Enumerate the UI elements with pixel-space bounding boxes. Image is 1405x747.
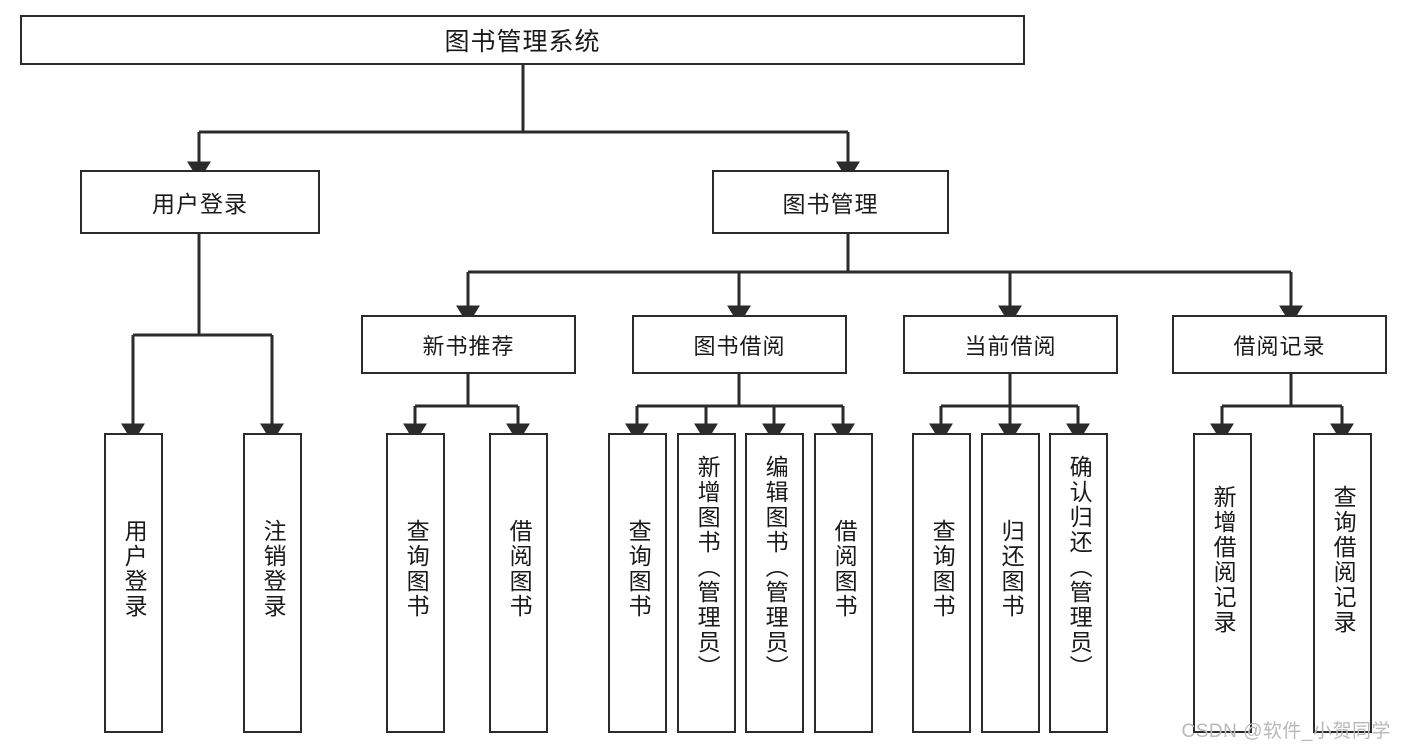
node-leaf-book-borrow-add[interactable]: 新增图书（管理员）	[677, 433, 736, 733]
node-label: 新增借阅记录	[1210, 485, 1237, 635]
node-label: 查询图书	[625, 519, 652, 619]
node-current-borrow[interactable]: 当前借阅	[903, 315, 1118, 374]
node-label: 借阅图书	[831, 519, 858, 619]
node-label: 用户登录	[121, 519, 148, 619]
node-label: 查询图书	[403, 519, 430, 619]
node-label: 当前借阅	[964, 333, 1057, 359]
node-leaf-user-login-signin[interactable]: 用户登录	[104, 433, 163, 733]
node-label: 新书推荐	[422, 333, 515, 359]
node-leaf-current-borrow-return[interactable]: 归还图书	[981, 433, 1040, 733]
node-user-login[interactable]: 用户登录	[80, 170, 320, 234]
node-label: 编辑图书（管理员）	[762, 455, 789, 680]
node-leaf-current-borrow-confirm[interactable]: 确认归还（管理员）	[1049, 433, 1108, 733]
node-leaf-book-borrow-borrow[interactable]: 借阅图书	[814, 433, 873, 733]
node-label: 新增图书（管理员）	[694, 455, 721, 680]
node-label: 图书管理系统	[444, 28, 601, 56]
node-leaf-borrow-record-add[interactable]: 新增借阅记录	[1193, 433, 1252, 733]
node-label: 图书管理	[782, 191, 879, 217]
node-book-management-system[interactable]: 图书管理系统	[20, 15, 1025, 65]
node-label: 借阅图书	[506, 519, 533, 619]
node-label: 查询图书	[929, 519, 956, 619]
node-label: 注销登录	[260, 519, 287, 619]
node-leaf-current-borrow-query[interactable]: 查询图书	[912, 433, 971, 733]
node-leaf-book-borrow-edit[interactable]: 编辑图书（管理员）	[745, 433, 804, 733]
node-new-book-recommend[interactable]: 新书推荐	[361, 315, 576, 374]
node-book-management[interactable]: 图书管理	[712, 170, 949, 234]
node-label: 图书借阅	[693, 333, 786, 359]
node-label: 归还图书	[998, 519, 1025, 619]
node-label: 用户登录	[152, 191, 248, 217]
node-label: 查询借阅记录	[1330, 485, 1357, 635]
node-leaf-user-login-signout[interactable]: 注销登录	[243, 433, 302, 733]
csdn-watermark: CSDN @软件_小贺同学	[1181, 721, 1391, 742]
node-leaf-borrow-record-query[interactable]: 查询借阅记录	[1313, 433, 1372, 733]
node-label: 借阅记录	[1233, 333, 1326, 359]
node-book-borrow[interactable]: 图书借阅	[632, 315, 847, 374]
node-leaf-book-borrow-query[interactable]: 查询图书	[608, 433, 667, 733]
node-leaf-new-book-query[interactable]: 查询图书	[386, 433, 445, 733]
node-label: 确认归还（管理员）	[1066, 455, 1093, 680]
node-leaf-new-book-borrow[interactable]: 借阅图书	[489, 433, 548, 733]
node-borrow-record[interactable]: 借阅记录	[1172, 315, 1387, 374]
